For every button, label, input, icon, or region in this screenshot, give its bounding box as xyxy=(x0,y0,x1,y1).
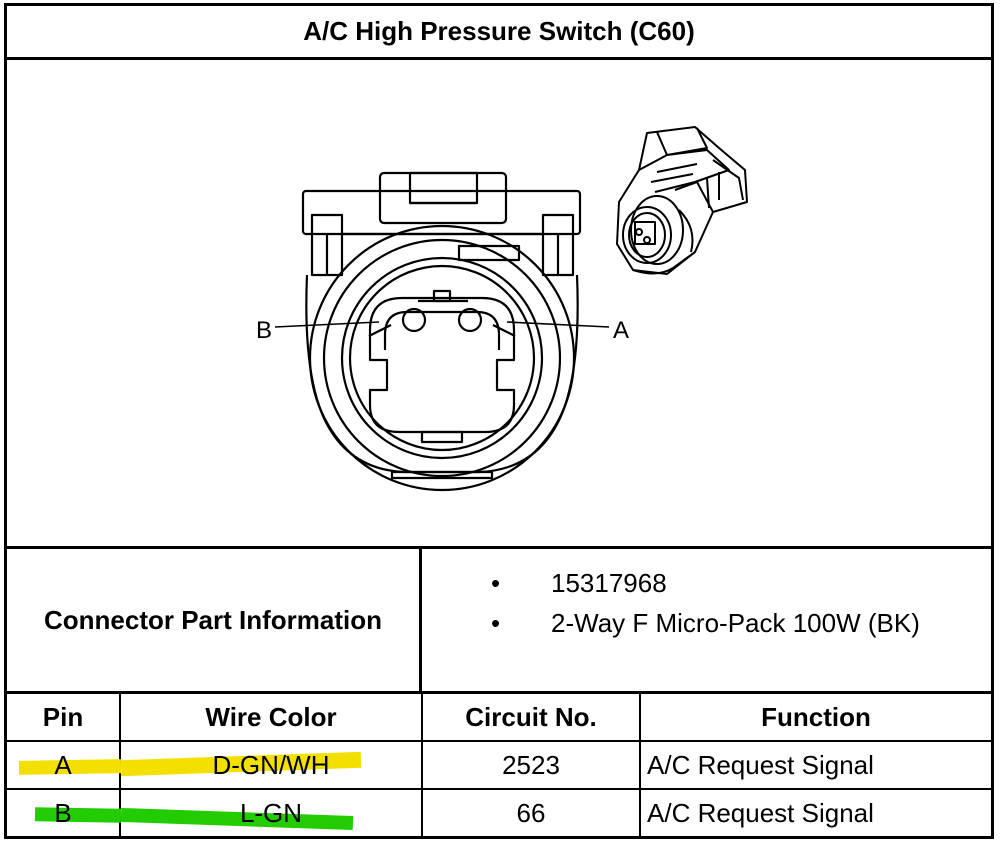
page-title: A/C High Pressure Switch (C60) xyxy=(7,6,991,60)
highlighter-mark xyxy=(34,807,122,823)
pin-b-callout: B xyxy=(256,317,272,344)
bullet-icon: • xyxy=(491,608,501,638)
table-header-row: Pin Wire Color Circuit No. Function xyxy=(7,694,991,742)
pinout-table: Pin Wire Color Circuit No. Function A D-… xyxy=(7,694,991,836)
wire-color-cell: D-GN/WH xyxy=(119,740,423,790)
column-header-circuit: Circuit No. xyxy=(421,694,641,742)
pin-cell: B xyxy=(7,788,122,836)
column-header-pin: Pin xyxy=(7,694,121,742)
connector-info-section: Connector Part Information • 15317968 • … xyxy=(7,546,991,694)
wire-color-value: D-GN/WH xyxy=(212,749,330,780)
circuit-cell: 66 xyxy=(421,788,641,836)
connector-info-label: Connector Part Information xyxy=(7,549,422,691)
table-row: A D-GN/WH 2523 A/C Request Signal xyxy=(7,740,991,790)
list-item: • 15317968 xyxy=(425,563,991,603)
part-number: 15317968 xyxy=(551,568,667,598)
function-cell: A/C Request Signal xyxy=(639,788,991,836)
highlighter-mark xyxy=(120,807,354,831)
wire-color-cell: L-GN xyxy=(119,788,423,836)
pin-a-callout: A xyxy=(613,317,629,344)
pin-value: B xyxy=(54,797,72,828)
pin-value: A xyxy=(54,749,72,780)
connector-isometric-view xyxy=(616,126,748,275)
connector-sheet: A/C High Pressure Switch (C60) xyxy=(4,3,994,839)
column-header-function: Function xyxy=(639,694,991,742)
table-row: B L-GN 66 A/C Request Signal xyxy=(7,788,991,836)
function-cell: A/C Request Signal xyxy=(639,740,991,790)
circuit-cell: 2523 xyxy=(421,740,641,790)
list-item: • 2-Way F Micro-Pack 100W (BK) xyxy=(425,603,991,643)
column-header-wire-color: Wire Color xyxy=(119,694,423,742)
connector-info-list: • 15317968 • 2-Way F Micro-Pack 100W (BK… xyxy=(425,563,991,643)
wire-color-value: L-GN xyxy=(239,797,303,828)
connector-face-illustration: B A xyxy=(256,126,748,492)
bullet-icon: • xyxy=(491,568,501,598)
connector-description: 2-Way F Micro-Pack 100W (BK) xyxy=(551,608,920,638)
connector-drawing: B A xyxy=(7,60,991,546)
pin-cell: A xyxy=(7,740,122,790)
